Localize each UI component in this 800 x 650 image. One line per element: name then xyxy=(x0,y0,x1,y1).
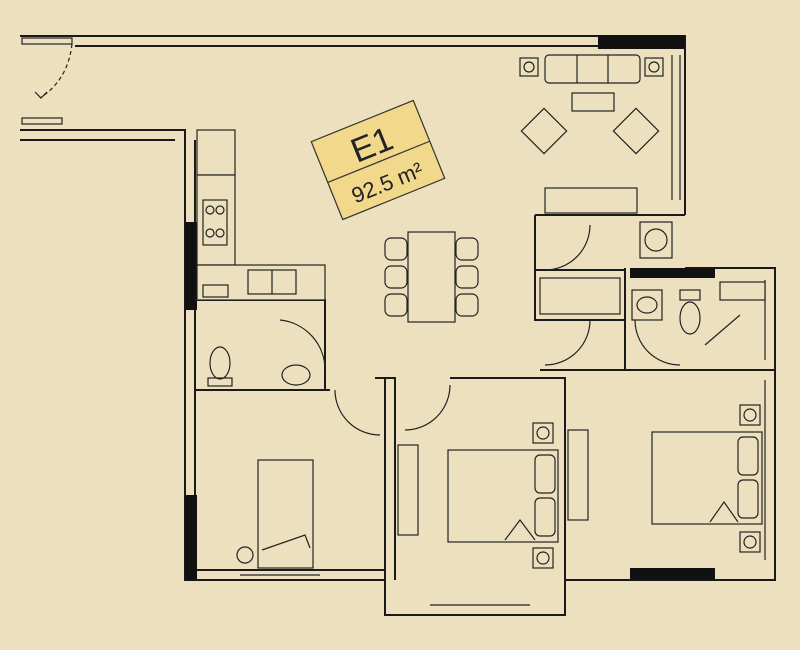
dining-table xyxy=(384,231,479,323)
interior-walls xyxy=(195,214,775,580)
kitchen xyxy=(196,129,326,301)
unit-label: E1 92.5 m² xyxy=(310,99,446,221)
bedroom-middle xyxy=(397,422,589,569)
left-bathroom xyxy=(207,346,311,387)
outer-walls xyxy=(20,35,776,616)
bedroom-left xyxy=(236,459,314,569)
living-room-furniture xyxy=(519,54,673,259)
bedroom-right xyxy=(651,404,763,553)
entrance-door xyxy=(21,37,73,125)
right-bathroom xyxy=(631,281,766,346)
